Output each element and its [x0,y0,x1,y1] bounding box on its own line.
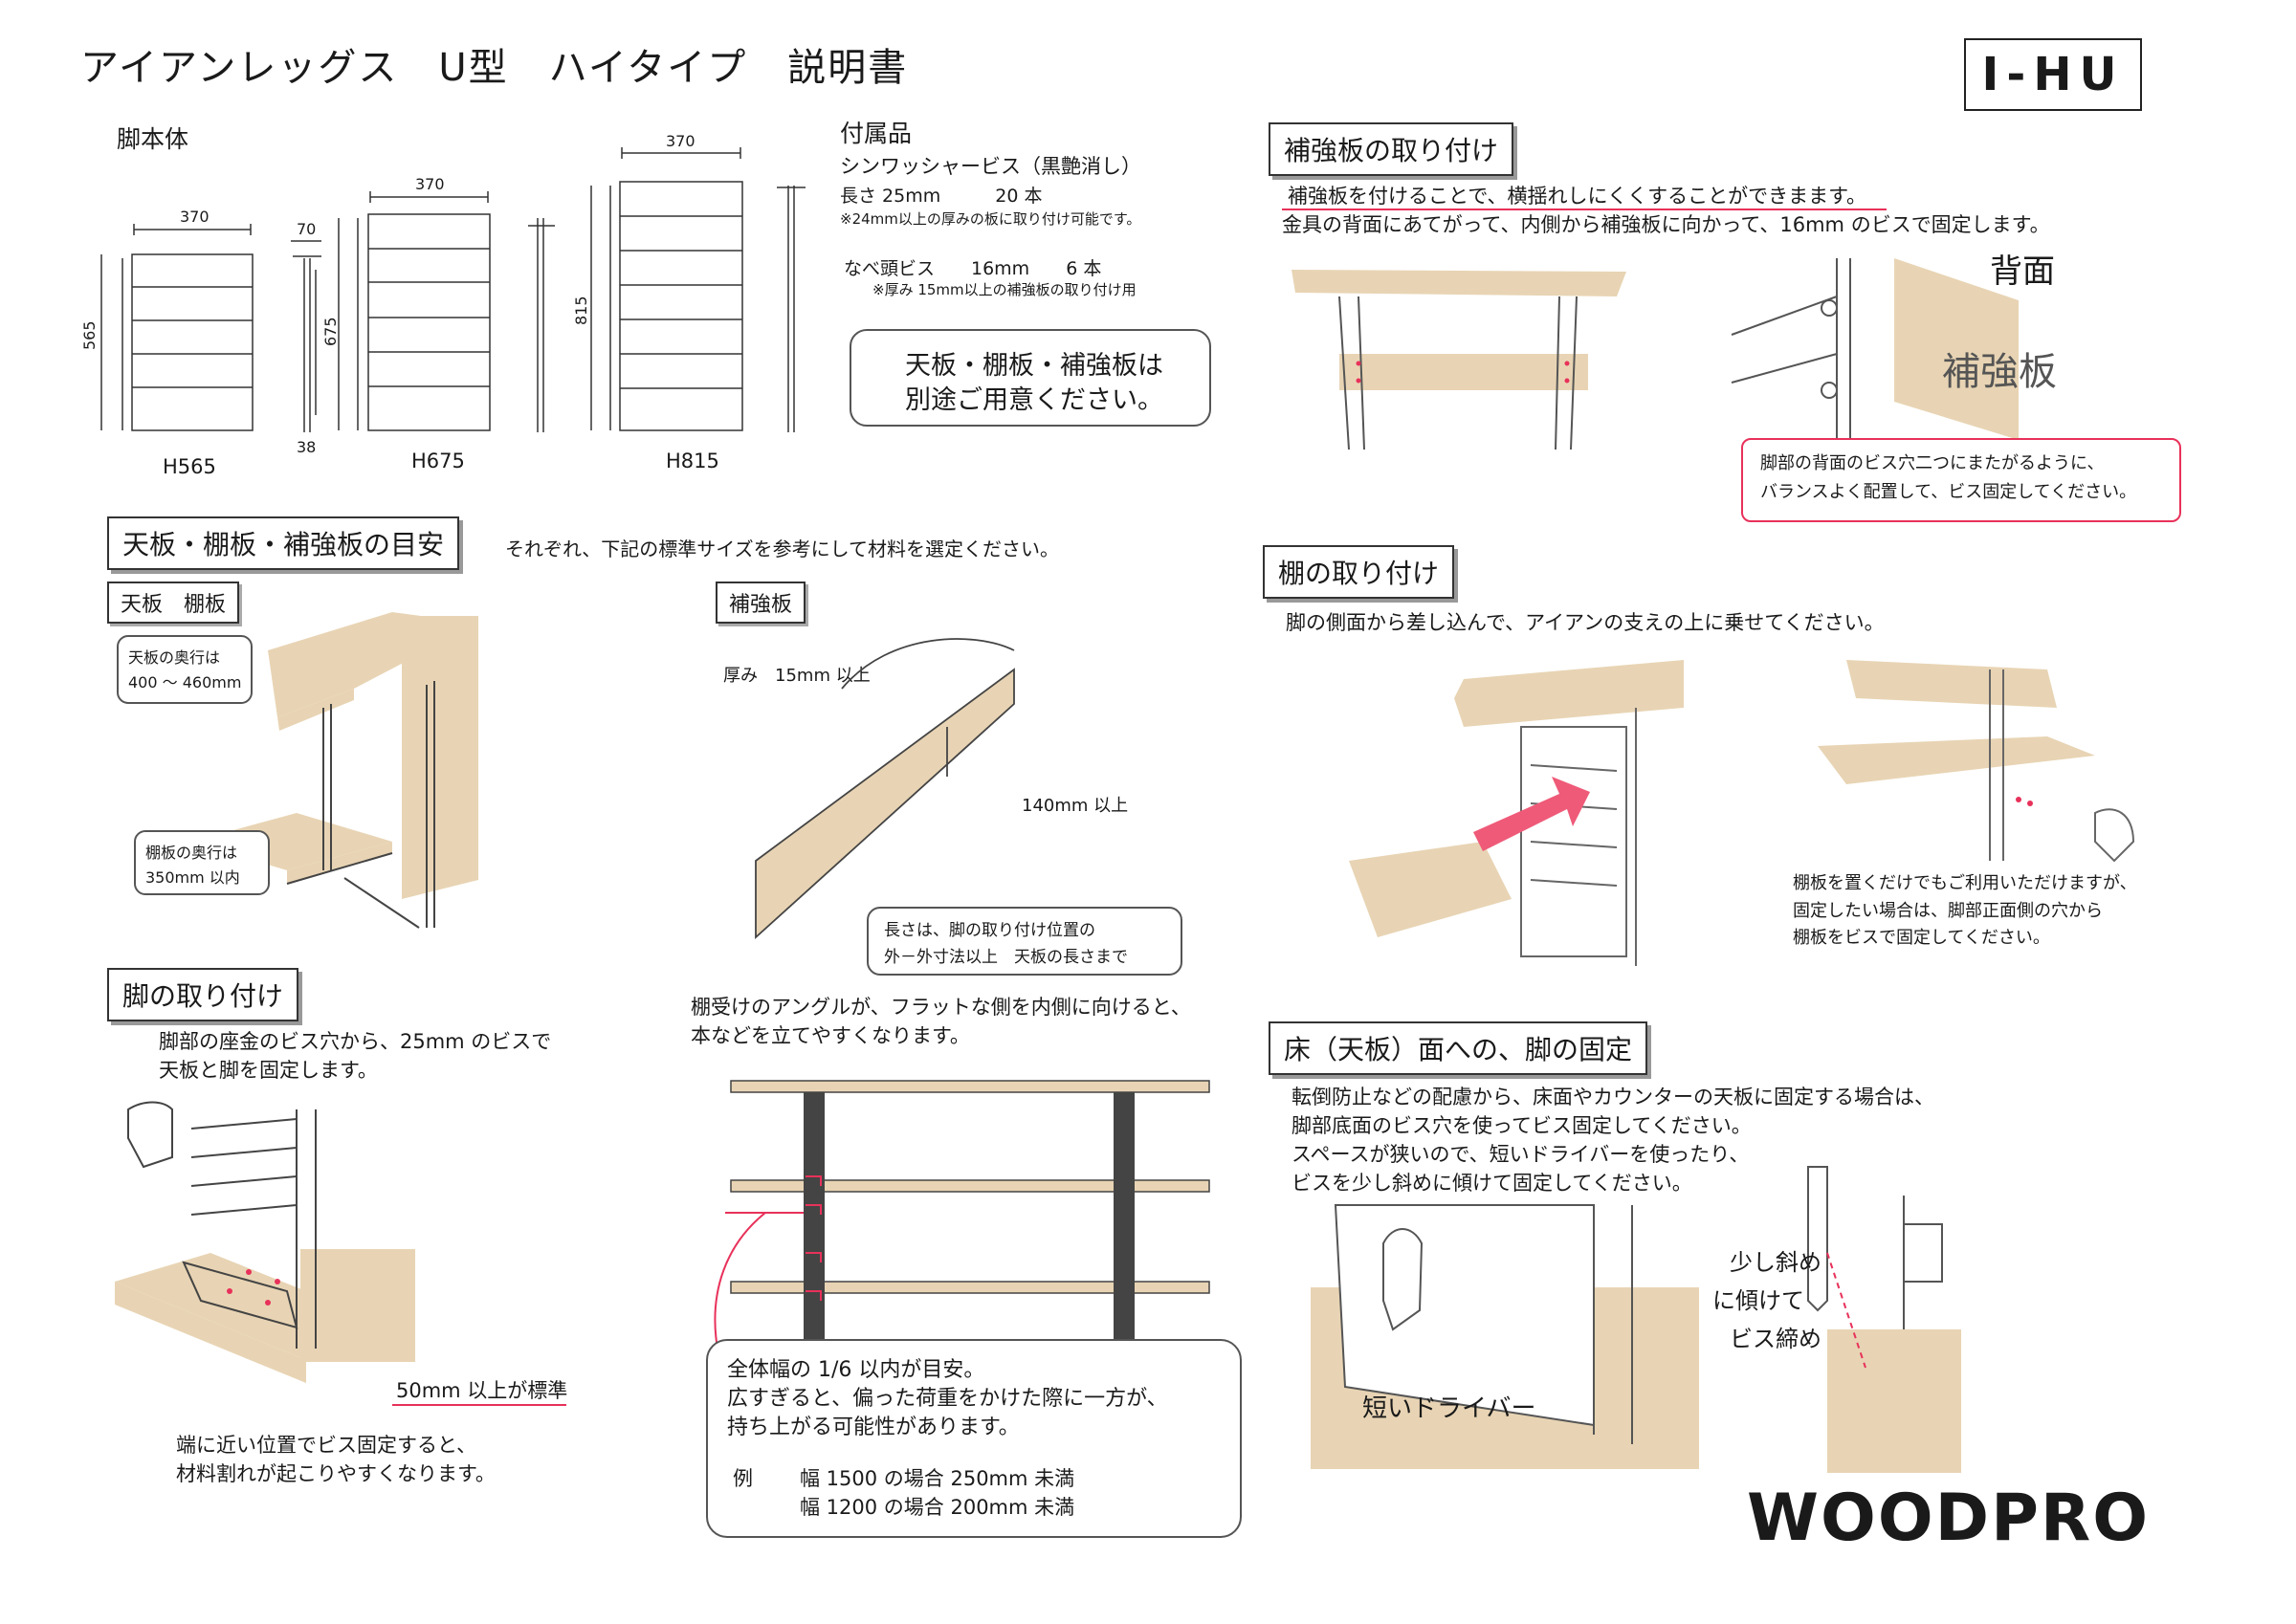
floor-fix-text-2: 脚部底面のビス穴を使ってビス固定してください。 [1292,1114,1752,1137]
brace-mount-text-2: 金具の背面にあてがって、内側から補強板に向かって、16mm のビスで固定します。 [1282,213,2050,236]
shelf-note-3: 棚板をビスで固定してください。 [1793,928,2050,948]
leg2-height: 675 [321,317,340,346]
leg-mount-heading: 脚の取り付け [107,968,299,1021]
width-example-1: 幅 1500 の場合 250mm 未満 [800,1467,1075,1490]
leg-mount-warn-2: 材料割れが起こりやすくなります。 [176,1462,496,1485]
hand-slant-1: 少し斜め [1730,1249,1821,1276]
leg-mount-text-2: 天板と脚を固定します。 [159,1059,378,1082]
guide-heading: 天板・棚板・補強板の目安 [107,516,460,570]
brace-label: 補強板 [716,582,806,624]
floor-fix-illustration [1311,1204,1699,1469]
width-guide-callout: 全体幅の 1/6 以内が目安。 広すぎると、偏った荷重をかけた際に一方が、 持ち… [706,1339,1242,1538]
leg-mount-warn-1: 端に近い位置でビス固定すると、 [176,1434,477,1457]
leg3-width: 370 [666,132,695,150]
leg3-height: 815 [572,296,590,325]
shelf-depth-2: 350mm 以内 [145,868,240,887]
screw2-spec: なべ頭ビス 16mm 6 本 [844,258,1102,279]
leg1-width: 370 [180,208,210,226]
brand-logo: WOODPRO [1747,1481,2151,1556]
edge-standard: 50mm 以上が標準 [396,1379,568,1402]
width-box-1: 全体幅の 1/6 以内が目安。 [727,1358,985,1382]
floor-fix-text-1: 転倒防止などの配慮から、床面やカウンターの天板に固定する場合は、 [1292,1086,1934,1108]
width-example-label: 例 [733,1467,753,1490]
shelf-angle-diagram [714,1080,1210,1352]
page-title: アイアンレッグス U型 ハイタイプ 説明書 [80,46,909,90]
shelf-note-2: 固定したい場合は、脚部正面側の穴から [1793,901,2103,921]
brace-length-callout: 長さは、脚の取り付け位置の 外－外寸法以上 天板の長さまで [867,907,1182,976]
leg-mount-text-1: 脚部の座金のビス穴から、25mm のビスで [159,1030,552,1053]
leg-mount-illustration [115,1101,415,1383]
brace-mount-text-1: 補強板を付けることで、横揺れしにくくすることができまます。 [1288,185,1867,208]
leg1-foot: 38 [297,438,317,456]
shelf-insert-illustration [1349,660,1684,966]
separate-line-1: 天板・棚板・補強板は [905,351,1163,381]
separate-purchase-callout: 天板・棚板・補強板は 別途ご用意ください。 [850,329,1211,427]
brace-note-1: 脚部の背面のビス穴二つにまたがるように、 [1760,453,2105,473]
legs-heading: 脚本体 [117,125,189,153]
accessories-heading: 付属品 [840,120,913,147]
leg2-width: 370 [415,175,445,193]
model-code-badge: I-HU [1964,38,2142,111]
brace-note-2: バランスよく配置して、ビス固定してください。 [1760,482,2137,502]
leg1-height: 565 [80,320,99,350]
angle-text-1: 棚受けのアングルが、フラットな側を内側に向けると、 [691,996,1191,1019]
brace-height: 140mm 以上 [1022,796,1129,816]
brace-front-illustration [1292,270,1626,450]
screw1-note: ※24mm以上の厚みの板に取り付け可能です。 [840,210,1141,228]
brace-mount-underline [1282,208,1887,210]
brace-length-2: 外－外寸法以上 天板の長さまで [884,948,1128,967]
brace-thickness: 厚み 15mm 以上 [723,666,871,686]
width-example-2: 幅 1200 の場合 200mm 未満 [800,1496,1075,1519]
slant-screw-illustration [1807,1166,1961,1473]
shelf-screw-illustration [1818,660,2135,863]
separate-line-2: 別途ご用意ください。 [905,385,1163,415]
shelf-note-1: 棚板を置くだけでもご利用いただけますが、 [1793,873,2137,893]
leg1-depth: 70 [297,220,317,238]
width-box-2: 広すぎると、偏った荷重をかけた際に一方が、 [727,1387,1168,1411]
floor-fix-text-4: ビスを少し斜めに傾けて固定してください。 [1292,1172,1692,1195]
leg2-label: H675 [411,450,465,472]
width-box-3: 持ち上がる可能性があります。 [727,1416,1020,1439]
top-depth-2: 400 ～ 460mm [128,673,242,691]
top-shelf-label: 天板 棚板 [107,582,240,624]
shelf-mount-text: 脚の側面から差し込んで、アイアンの支えの上に乗せてください。 [1286,611,1885,634]
screw1-spec: 長さ 25mm 20 本 [840,186,1043,207]
brace-mount-heading: 補強板の取り付け [1269,122,1514,176]
floor-fix-heading: 床（天板）面への、脚の固定 [1269,1021,1648,1075]
edge-standard-underline [392,1404,566,1406]
leg1-label: H565 [163,455,216,478]
hand-brace-label: 補強板 [1942,350,2057,394]
brace-board-illustration [755,638,1015,940]
shelf-depth-callout: 棚板の奥行は 350mm 以内 [134,830,270,895]
angle-text-2: 本などを立てやすくなります。 [691,1024,970,1047]
guide-intro: それぞれ、下記の標準サイズを参考にして材料を選定ください。 [505,538,1059,560]
shelf-mount-heading: 棚の取り付け [1263,545,1455,599]
brace-note-box: 脚部の背面のビス穴二つにまたがるように、 バランスよく配置して、ビス固定してくだ… [1741,438,2181,522]
leg3-label: H815 [666,450,719,472]
hand-driver-label: 短いドライバー [1362,1394,1536,1423]
brace-length-1: 長さは、脚の取り付け位置の [884,921,1095,940]
hand-slant-3: ビス締め [1730,1326,1821,1352]
floor-fix-text-3: スペースが狭いので、短いドライバーを使ったり、 [1292,1143,1750,1166]
top-depth-callout: 天板の奥行は 400 ～ 460mm [117,635,253,704]
hand-slant-2: に傾けて [1712,1287,1804,1314]
screw1-name: シンワッシャービス（黒艶消し） [840,155,1141,178]
hand-back-label: 背面 [1990,252,2055,291]
leg-drawings [100,147,806,432]
shelf-depth-1: 棚板の奥行は [145,844,238,862]
screw2-note: ※厚み 15mm以上の補強板の取り付け用 [872,281,1137,298]
top-depth-1: 天板の奥行は [128,648,221,667]
brace-back-illustration [1731,258,2019,469]
